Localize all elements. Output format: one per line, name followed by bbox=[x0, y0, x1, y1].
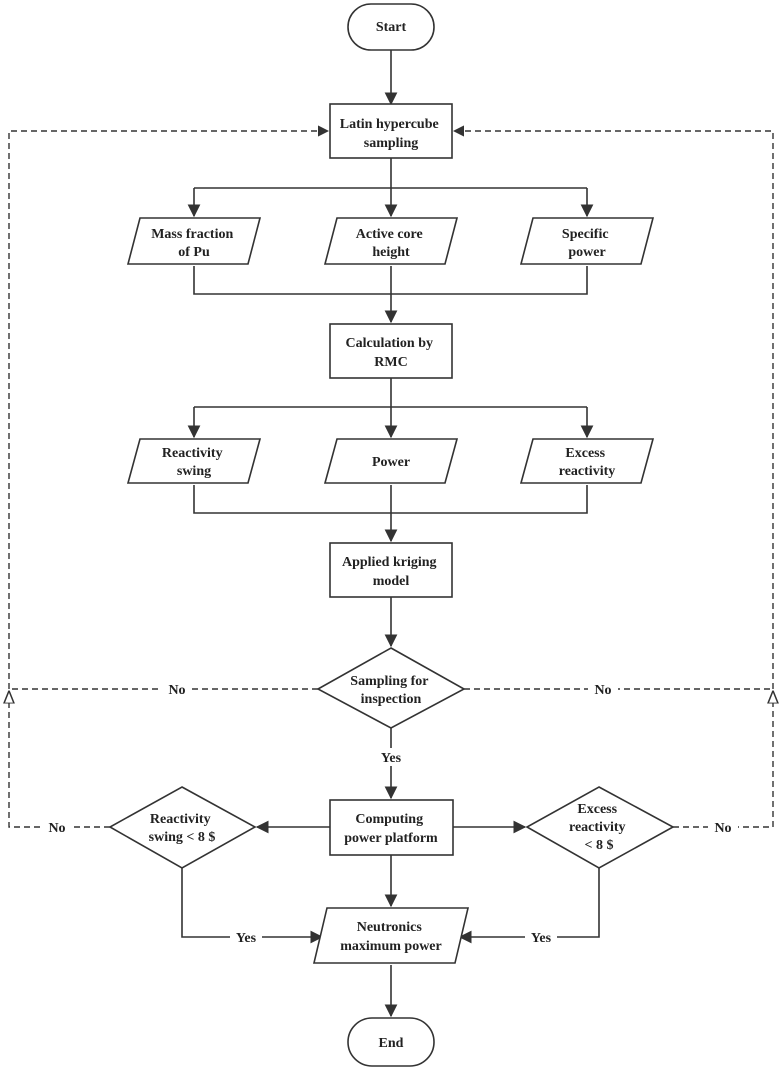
node-core-height-line1: Active core bbox=[356, 227, 423, 242]
node-reactivity-swing: Reactivity swing bbox=[126, 438, 262, 484]
node-neutronics-max-power: Neutronics maximum power bbox=[312, 907, 470, 964]
node-end: End bbox=[347, 1017, 435, 1067]
node-calculation-rmc: Calculation by RMC bbox=[329, 323, 453, 379]
node-excess-check-line1: Excess bbox=[577, 802, 617, 817]
node-swing-check-line1: Reactivity bbox=[150, 812, 211, 827]
node-swing-check-line2: swing < 8 $ bbox=[149, 830, 216, 845]
label-excess-yes: Yes bbox=[531, 931, 552, 946]
node-platform-line2: power platform bbox=[344, 831, 438, 846]
label-inspection-no-left: No bbox=[168, 683, 185, 698]
node-active-core-height: Active core height bbox=[323, 217, 459, 265]
node-kriging-line1: Applied kriging bbox=[342, 555, 437, 570]
node-latin-hypercube: Latin hypercube sampling bbox=[329, 103, 453, 159]
node-power: Power bbox=[323, 438, 459, 484]
node-excess-reactivity: Excess reactivity bbox=[519, 438, 655, 484]
svg-text:Neutronics maximum power: Neutronics maximum power bbox=[340, 920, 442, 954]
node-lhs-line2: sampling bbox=[364, 136, 418, 151]
node-kriging-line2: model bbox=[373, 574, 410, 589]
node-spec-power-line1: Specific bbox=[562, 227, 609, 242]
node-excess-check-line2: reactivity bbox=[569, 820, 626, 835]
node-sampling-inspection: Sampling for inspection bbox=[316, 647, 466, 729]
svg-text:End: End bbox=[379, 1036, 404, 1051]
node-inspection-line2: inspection bbox=[361, 692, 422, 707]
svg-text:Active core height: Active core height bbox=[356, 227, 426, 260]
svg-text:Start: Start bbox=[376, 20, 407, 35]
svg-text:Reactivity swing < 8 $: Reactivity swing < 8 $ bbox=[149, 812, 216, 845]
svg-text:Specific power: Specific power bbox=[562, 227, 612, 260]
node-mass-pu-line1: Mass fraction bbox=[151, 227, 233, 242]
node-mass-pu-line2: of Pu bbox=[178, 245, 210, 260]
node-specific-power: Specific power bbox=[519, 217, 655, 265]
node-react-swing-line2: swing bbox=[177, 464, 211, 479]
node-start: Start bbox=[347, 3, 435, 51]
svg-text:Power: Power bbox=[372, 455, 410, 470]
svg-text:Calculation by RMC: Calculation by RMC bbox=[345, 336, 436, 370]
label-excess-no: No bbox=[714, 821, 731, 836]
node-applied-kriging: Applied kriging model bbox=[329, 542, 453, 598]
node-platform-line1: Computing bbox=[355, 812, 423, 827]
svg-text:Computing power platform: Computing power platform bbox=[344, 812, 438, 846]
solid-connectors bbox=[181, 50, 600, 1018]
node-excess-check-line3: < 8 $ bbox=[585, 838, 614, 853]
label-swing-no: No bbox=[48, 821, 65, 836]
svg-text:Sampling for inspection: Sampling for inspection bbox=[350, 674, 431, 707]
loop-right-up bbox=[452, 125, 774, 689]
node-excess-reactivity-check: Excess reactivity < 8 $ bbox=[525, 786, 675, 869]
node-max-power-line1: Neutronics bbox=[357, 920, 423, 935]
edge-swing-yes bbox=[181, 868, 324, 944]
edge-labels: No No Yes No No Yes Yes bbox=[42, 680, 738, 946]
node-rmc-line2: RMC bbox=[374, 355, 407, 370]
edge-excess-yes bbox=[458, 868, 600, 944]
loop-left-up bbox=[8, 125, 330, 689]
svg-text:Applied kriging model: Applied kriging model bbox=[342, 555, 440, 589]
svg-text:Latin hypercube sampling: Latin hypercube sampling bbox=[340, 117, 442, 151]
svg-text:Excess reactivity: Excess reactivity bbox=[559, 446, 616, 479]
svg-text:Excess reactivity: Excess reactivity < 8 $ bbox=[569, 802, 629, 853]
node-react-swing-line1: Reactivity bbox=[162, 446, 223, 461]
node-max-power-line2: maximum power bbox=[340, 939, 442, 954]
edge-lhs-split bbox=[194, 158, 587, 189]
node-computing-platform: Computing power platform bbox=[329, 799, 454, 856]
node-mass-fraction-pu: Mass fraction of Pu bbox=[126, 217, 262, 265]
node-end-label: End bbox=[379, 1036, 404, 1051]
node-start-label: Start bbox=[376, 20, 407, 35]
node-core-height-line2: height bbox=[372, 245, 410, 260]
node-rmc-line1: Calculation by bbox=[345, 336, 433, 351]
loop-left-swing bbox=[9, 692, 110, 828]
node-excess-line1: Excess bbox=[565, 446, 605, 461]
svg-text:Mass fraction of Pu: Mass fraction of Pu bbox=[151, 227, 237, 260]
label-swing-yes: Yes bbox=[236, 931, 257, 946]
label-inspection-no-right: No bbox=[594, 683, 611, 698]
node-power-line1: Power bbox=[372, 455, 410, 470]
node-lhs-line1: Latin hypercube bbox=[340, 117, 439, 132]
node-inspection-line1: Sampling for bbox=[350, 674, 428, 689]
node-excess-line2: reactivity bbox=[559, 464, 616, 479]
node-reactivity-swing-check: Reactivity swing < 8 $ bbox=[108, 786, 257, 869]
label-inspection-yes: Yes bbox=[381, 751, 402, 766]
edge-rmc-split bbox=[194, 378, 587, 408]
loop-right-excess bbox=[673, 692, 773, 828]
svg-text:Reactivity swing: Reactivity swing bbox=[162, 446, 226, 479]
node-spec-power-line2: power bbox=[568, 245, 605, 260]
